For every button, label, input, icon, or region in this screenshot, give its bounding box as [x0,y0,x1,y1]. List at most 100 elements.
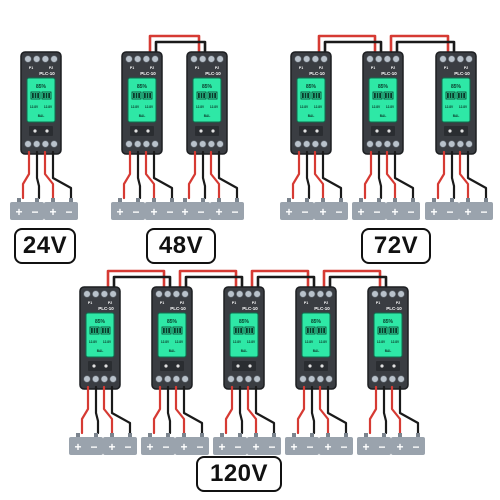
battery-positive-sign: + [464,205,471,219]
terminal-screw [397,290,405,298]
mode-indicator: BAL [169,349,176,353]
cell-voltage-left: 12.8V [305,340,314,344]
battery-terminal-pos [182,433,186,438]
config-label-24v: 24V [14,228,76,264]
mode-indicator: BAL [385,349,392,353]
battery-terminal-pos [432,198,436,203]
battery-lead-black [182,385,204,435]
terminal-screw [456,55,465,63]
battery-terminal-pos [393,198,397,203]
battery-lead-black [305,150,311,200]
terminal-screw [465,140,473,148]
terminal-screw [236,375,244,383]
port-label-right: P2 [396,301,400,305]
series-jumper-red [389,34,450,56]
charge-percent: 85% [306,84,317,90]
battery-lead-black [254,385,276,435]
battery-bar [203,93,205,98]
cell-voltage-right: 12.8V [319,340,328,344]
cell-voltage-right: 12.8V [210,105,219,109]
battery-bar [104,328,107,333]
battery-bar [379,328,381,333]
battery-icon-left [131,91,142,100]
battery-icon-left [300,91,311,100]
terminal-screw [388,375,397,383]
battery-negative-sign: − [132,205,139,219]
charge-percent: 85% [311,319,322,325]
battery-lead-red [122,150,132,200]
terminal-screw [375,140,383,148]
terminal-screw [371,290,379,298]
terminal-screw [92,375,100,383]
port-label-left: P1 [130,66,134,70]
battery-lead-black [310,385,316,435]
port-label-right: P2 [108,301,112,305]
battery-block: +− [280,198,314,220]
battery-terminal-pos [152,198,156,203]
battery-bar [165,328,168,333]
battery-lead-red [21,150,31,200]
cell-voltage-left: 12.8V [300,105,309,109]
battery-positive-sign: + [181,205,188,219]
terminal-screw [380,290,388,298]
battery-positive-sign: + [108,440,115,454]
battery-body [285,437,319,455]
terminal-screw [83,375,91,383]
battery-lead-red [291,150,301,200]
status-led [303,129,307,133]
series-jumper-black [154,40,207,56]
battery-bar [374,93,376,98]
status-led [33,129,37,133]
terminal-screw [244,290,252,298]
status-led [45,129,49,133]
battery-body [10,202,44,220]
indicator-panel [29,126,53,136]
battery-lead-black [152,150,174,200]
battery-negative-sign: − [335,205,342,219]
battery-terminal-pos [326,433,330,438]
battery-bar [91,328,93,333]
terminal-screw [383,140,392,148]
cell-voltage-right: 12.8V [459,105,468,109]
battery-negative-sign: − [197,205,204,219]
lcd-screen [301,312,331,358]
mode-indicator: BAL [380,114,387,118]
terminal-screw [371,375,379,383]
battery-positive-sign: + [252,440,259,454]
terminal-screw [397,375,405,383]
battery-bar [43,93,45,98]
battery-icon-right [316,326,327,335]
battery-body [247,437,281,455]
battery-positive-sign: + [396,440,403,454]
battery-bar [304,93,307,98]
terminal-screw [316,290,325,298]
battery-terminal-pos [359,198,363,203]
cell-voltage-right: 12.8V [145,105,154,109]
battery-bars-icon [305,326,327,335]
battery-bar [390,328,392,333]
battery-positive-sign: + [215,205,222,219]
port-label-right: P2 [215,66,219,70]
battery-terminal-neg [69,198,73,203]
terminal-screw [303,140,311,148]
port-label-right: P2 [319,66,323,70]
series-jumper-red [250,269,310,291]
battery-lead-red [318,385,330,435]
terminal-screw [199,140,207,148]
terminal-screw [244,375,252,383]
terminal-screw [375,55,383,63]
terminal-screw [190,55,198,63]
battery-bars-icon [30,91,52,100]
battery-bar [246,328,248,333]
terminal-screw [448,55,456,63]
terminal-screw [164,290,172,298]
battery-terminal-neg [416,433,420,438]
battery-terminal-pos [148,433,152,438]
battery-body [210,202,244,220]
indicator-panel [232,361,256,371]
battery-bar [45,93,48,98]
battery-icon-right [172,326,183,335]
battery-terminal-neg [411,198,415,203]
battery-icon-left [161,326,172,335]
terminal-screw [311,55,320,63]
